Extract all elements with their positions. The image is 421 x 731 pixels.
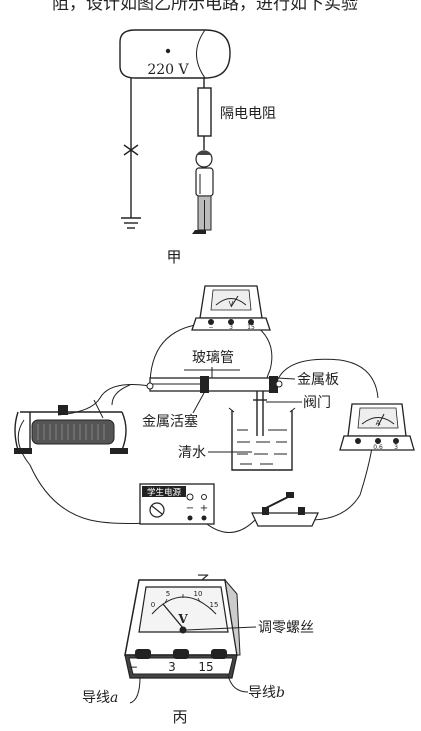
power-minus-label: −	[186, 503, 194, 514]
terminal-neg	[135, 649, 151, 659]
voltmeter-terminal-3	[228, 319, 234, 325]
scale-label: 15	[210, 601, 219, 609]
ammeter-terminal-3	[393, 438, 399, 444]
wire-break-mark	[123, 144, 139, 156]
glass-tube	[146, 376, 283, 393]
meter-needle	[162, 603, 184, 629]
scale-label: 5	[166, 590, 170, 598]
terminal-label: 15	[198, 660, 213, 674]
ground-symbol-icon	[121, 217, 141, 229]
voltmeter-terminal-label: −	[208, 324, 213, 331]
power-plus-label: +	[200, 503, 208, 514]
water-beaker	[228, 407, 296, 471]
power-terminal-pos	[201, 515, 207, 521]
voltmeter-terminal-neg	[208, 319, 214, 325]
tank-indicator-dot	[165, 48, 171, 54]
ammeter-terminal-label: 0.6	[373, 444, 383, 451]
terminal-label: 3	[168, 660, 176, 674]
knife-switch	[251, 492, 319, 527]
zero-adjust-screw-icon	[179, 626, 187, 634]
water-heater-tank: 220 V	[119, 29, 231, 79]
valve	[253, 391, 267, 436]
zero-screw-label: 调零螺丝	[258, 620, 314, 636]
wire-a	[129, 676, 141, 704]
zero-screw-leader	[185, 626, 257, 631]
terminal-15	[211, 649, 227, 659]
glass-tube-label: 玻璃管	[192, 349, 234, 366]
voltmeter-terminal-15	[248, 319, 254, 325]
figure-bing: 0 5 10 15 V − 3 15 调零螺丝 导线a 导线b 丙	[82, 578, 314, 726]
terminal-3	[173, 649, 189, 659]
circuit-wires	[17, 322, 379, 533]
voltmeter-letter: V	[177, 612, 188, 626]
voltmeter-terminal-label: 15	[247, 324, 255, 331]
terminal-label: −	[128, 660, 138, 674]
voltmeter: V − 3 15	[191, 285, 271, 331]
power-terminal-neg	[187, 515, 193, 521]
voltage-label: 220 V	[147, 62, 189, 78]
ammeter-terminal-06	[375, 438, 381, 444]
top-cutoff-text: 阻，设计如图乙所示电路，进行如下实验	[52, 0, 358, 14]
caption-bing: 丙	[172, 708, 187, 726]
metal-plate-label: 金属板	[297, 372, 339, 388]
ammeter: A 0.6 3	[339, 403, 415, 451]
scale-label: 0	[151, 601, 155, 609]
voltmeter-dial	[138, 586, 229, 633]
voltmeter-letter: V	[229, 300, 234, 308]
ammeter-terminal-neg	[355, 438, 361, 444]
person-icon	[192, 150, 214, 234]
rheostat	[14, 405, 128, 454]
metal-plate	[269, 376, 278, 393]
resistor-label: 隔电电阻	[220, 106, 276, 122]
ammeter-terminal-label: 3	[394, 444, 398, 451]
ammeter-letter: A	[376, 419, 381, 427]
power-switch-icon	[186, 493, 194, 501]
wire-a-label: 导线a	[82, 690, 118, 706]
student-power-supply: 学生电源 − +	[139, 483, 215, 525]
metal-piston-label: 金属活塞	[142, 413, 198, 430]
power-supply-label: 学生电源	[147, 487, 182, 498]
metal-piston	[200, 376, 209, 393]
figure-jia: 220 V 隔电电阻 甲	[119, 29, 276, 266]
water-label: 清水	[178, 445, 206, 461]
voltmeter-terminal-label: 3	[229, 324, 233, 331]
isolation-resistor	[197, 87, 212, 137]
caption-jia: 甲	[166, 248, 181, 266]
scale-label: 10	[194, 590, 203, 598]
figure-yi: V − 3 15 玻璃管 金属板 阀门	[14, 285, 415, 590]
valve-label: 阀门	[303, 395, 331, 411]
wire-b	[227, 674, 249, 693]
wire-b-label: 导线b	[248, 685, 285, 701]
